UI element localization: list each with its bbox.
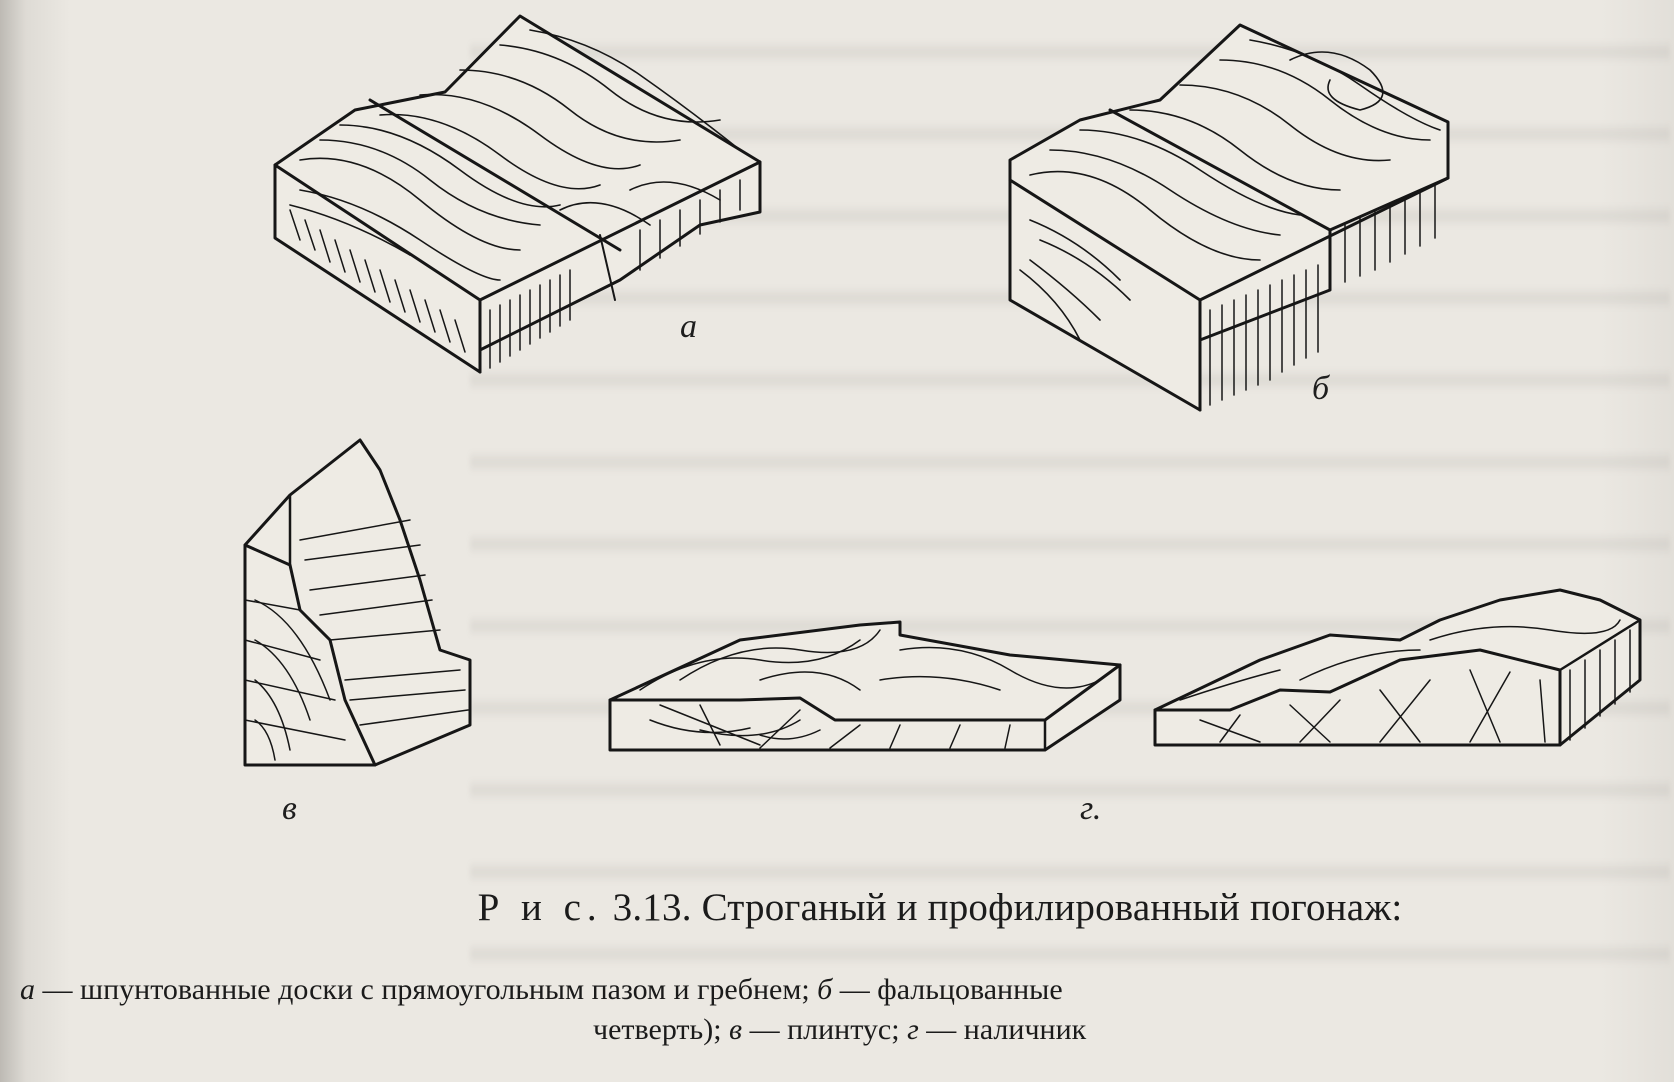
legend-text-v: — плинтус; [742, 1013, 908, 1046]
caption-title-text: Строганый и профилированный погонаж: [701, 886, 1403, 929]
caption-prefix: Р и с. [477, 886, 603, 929]
legend-text-g: — наличник [918, 1013, 1087, 1046]
legend-key-g: г [907, 1013, 919, 1046]
figure-label-v: в [282, 790, 297, 827]
legend-text-a: — шпунтованные доски с прямоугольным паз… [35, 973, 818, 1006]
legend-key-b: б [817, 973, 833, 1006]
skirting-board-profile [243, 438, 472, 767]
figure-caption-legend: а — шпунтованные доски с прямоугольным п… [20, 970, 1674, 1050]
caption-legend-line-2: четверть); в — плинтус; г — наличник [20, 1010, 1674, 1050]
legend-key-v: в [729, 1013, 743, 1046]
board-a-tongue-groove [273, 14, 762, 374]
figure-illustration [243, 14, 1642, 767]
figure-label-a: а [680, 308, 697, 345]
casing-profile-right [1153, 588, 1642, 747]
board-b-rebated [1008, 23, 1450, 412]
caption-legend-line-1: а — шпунтованные доски с прямоугольным п… [20, 973, 1063, 1006]
legend-key-a: а [20, 973, 35, 1006]
legend-text-b: — фальцованные [832, 973, 1063, 1006]
figure-label-g: г. [1080, 790, 1102, 827]
figure-label-b: б [1312, 370, 1330, 407]
casing-profile-left [608, 620, 1122, 752]
legend-text-continuation: четверть); [593, 1013, 730, 1046]
figure-caption-title: Р и с. 3.13. Строганый и профилированный… [300, 885, 1580, 930]
caption-number: 3.13. [612, 886, 692, 929]
